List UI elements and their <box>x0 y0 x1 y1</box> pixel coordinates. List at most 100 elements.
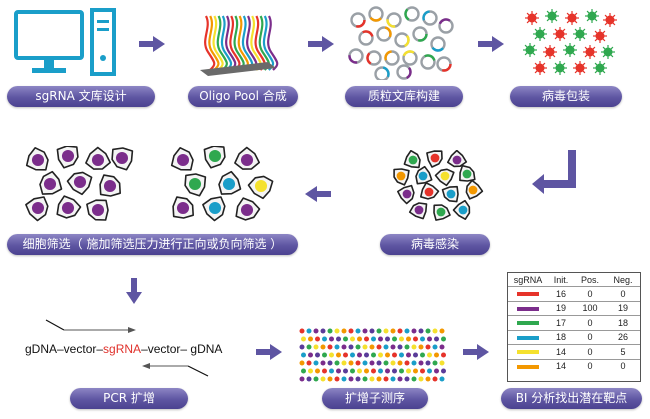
plasmid-insert <box>350 12 366 28</box>
cell <box>203 146 226 169</box>
virus-particle <box>573 27 587 41</box>
plasmid-insert <box>376 26 392 42</box>
step-label-sequencing: 扩增子测序 <box>322 388 428 409</box>
virus-particle <box>593 61 607 75</box>
cell <box>85 146 111 170</box>
table-cell-pos: 0 <box>573 286 607 301</box>
sequencing-read-dot <box>341 328 347 334</box>
sequencing-read-dot <box>390 360 396 366</box>
sequencing-read-dot <box>411 360 417 366</box>
sequencing-read-dot <box>369 344 375 350</box>
sequencing-read-dot <box>350 352 355 358</box>
sequencing-read-dot <box>418 328 424 334</box>
plasmid-rings-icon <box>348 6 454 80</box>
sequencing-read-dot <box>411 344 417 350</box>
sequencing-read-dot <box>378 368 383 374</box>
table-cell-neg: 0 <box>606 358 640 373</box>
sequencing-read-dot <box>420 368 425 374</box>
swatch-bar <box>517 306 539 311</box>
sequencing-read-dot <box>425 344 431 350</box>
plasmid-insert <box>436 56 452 72</box>
sequencing-read-dot <box>376 360 382 366</box>
sequencing-read-dot <box>327 360 333 366</box>
step-label-packaging: 病毒包装 <box>510 86 622 107</box>
sequencing-read-dot <box>418 360 424 366</box>
sequencing-read-dot <box>322 352 327 358</box>
sequencing-read-dot <box>329 336 334 342</box>
sequencing-read-dot <box>427 336 432 342</box>
table-cell-pos: 100 <box>573 300 607 316</box>
pcr-amplicon-sequence: gDNA–vector–sgRNA–vector– gDNA <box>25 342 222 356</box>
sequencing-read-dot <box>341 376 347 382</box>
cell <box>441 185 459 203</box>
sequencing-read-dot <box>420 352 425 358</box>
sequencing-read-dot <box>327 376 333 382</box>
sequencing-read-dot <box>306 328 312 334</box>
table-cell-init: 19 <box>548 300 574 316</box>
sequencing-read-dot <box>439 376 445 382</box>
sequencing-read-dot <box>420 336 425 342</box>
sequence-sgrna: sgRNA <box>103 342 142 356</box>
sequencing-read-dot <box>434 336 439 342</box>
cell <box>459 164 476 182</box>
step-label-pcr: PCR 扩增 <box>70 388 188 409</box>
sequencing-read-dot <box>336 352 341 358</box>
virus-particle <box>545 9 559 23</box>
sequencing-read-dot <box>299 376 305 382</box>
sequencing-read-dot <box>320 328 326 334</box>
sequencing-read-dot <box>399 352 404 358</box>
oligo-strand <box>220 15 233 71</box>
sequencing-read-dot <box>315 336 320 342</box>
virus-particle <box>601 45 615 59</box>
plasmid-insert <box>438 18 454 34</box>
oligo-strand <box>216 15 228 71</box>
sequencing-read-dot <box>334 360 340 366</box>
sequencing-read-dot <box>434 352 439 358</box>
cell-icon <box>170 146 274 222</box>
sequencing-read-dot <box>369 328 375 334</box>
table-header: Neg. <box>613 274 633 285</box>
table-cell-pos: 0 <box>573 329 607 345</box>
sequencing-read-dot <box>322 368 327 374</box>
sequencing-read-dot <box>334 344 340 350</box>
sequencing-read-dot <box>362 344 368 350</box>
plasmid-insert <box>358 30 374 46</box>
sequencing-read-dot <box>348 344 354 350</box>
sequencing-read-dot <box>383 328 389 334</box>
sequencing-read-dot <box>418 376 424 382</box>
sequencing-read-dot <box>425 328 431 334</box>
virus-particle <box>583 45 597 59</box>
sequencing-read-dot <box>308 352 313 358</box>
table-cell-pos: 0 <box>573 344 607 359</box>
sequencing-read-dot <box>376 376 382 382</box>
sequencing-read-dot <box>441 368 446 374</box>
swatch-bar <box>517 321 539 326</box>
cell <box>234 146 260 170</box>
sequencing-read-dot <box>371 368 376 374</box>
cell <box>433 204 451 221</box>
sequencing-read-dot <box>341 360 347 366</box>
sequencing-read-dot <box>301 368 306 374</box>
sequencing-read-dot <box>357 352 362 358</box>
sequencing-read-dot <box>406 336 411 342</box>
sequencing-read-dot <box>378 336 383 342</box>
virus-particle <box>553 27 567 41</box>
oligo-strands-icon <box>200 15 279 76</box>
virus-particle <box>585 9 599 23</box>
sequencing-read-dot <box>390 344 396 350</box>
sequencing-read-dot <box>371 352 376 358</box>
sequencing-read-dot <box>369 360 375 366</box>
sequencing-read-dot <box>432 328 438 334</box>
sequencing-read-dot <box>439 328 445 334</box>
arrow-right-icon <box>463 344 489 360</box>
table-cell-pos: 0 <box>573 358 607 373</box>
arrow-right-icon <box>478 36 504 52</box>
sgrna-color-swatch <box>508 329 548 345</box>
sequencing-read-dot <box>315 352 320 358</box>
cell <box>111 147 134 171</box>
plasmid-insert <box>384 50 400 66</box>
virus-particle <box>565 11 579 25</box>
plasmid-insert <box>374 66 390 80</box>
desktop-computer-icon <box>14 8 116 76</box>
sequencing-read-dot <box>385 336 390 342</box>
